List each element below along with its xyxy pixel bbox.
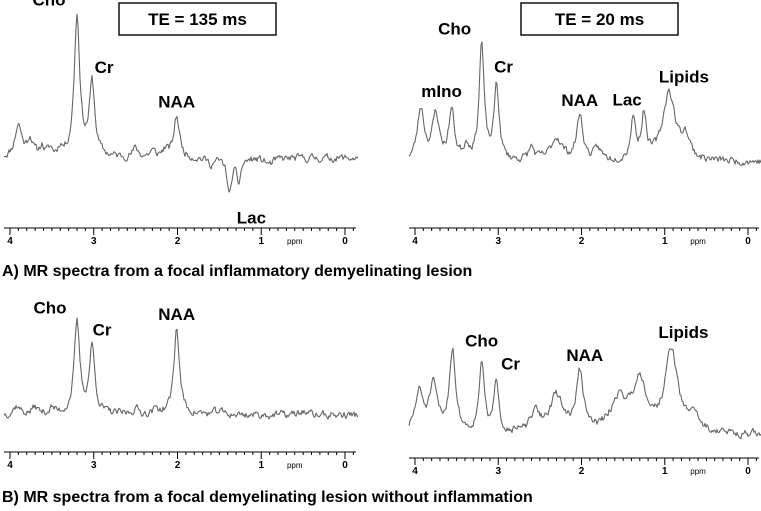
peak-label-naa: NAA: [158, 92, 195, 111]
peak-label-naa: NAA: [561, 91, 598, 110]
axis-tick-label: 2: [579, 236, 585, 247]
spectrum-line-a-te135: [3, 13, 359, 193]
peak-label-cho: Cho: [465, 331, 498, 350]
te-label-left: TE = 135 ms: [118, 2, 277, 36]
te-label-right: TE = 20 ms: [520, 2, 679, 36]
axis-tick-label: 1: [662, 236, 668, 247]
peak-label-cho: Cho: [33, 299, 66, 318]
peak-label-mino: mIno: [421, 82, 462, 101]
peak-label-cho: Cho: [32, 0, 65, 10]
axis-tick-label: 3: [91, 236, 97, 247]
peak-label-cr: Cr: [501, 355, 520, 374]
axis-tick-label: 0: [342, 236, 348, 247]
axis-unit-label: ppm: [287, 461, 303, 470]
spectrum-line-a-te20: [408, 41, 761, 166]
spectrum-line-b-te135: [3, 317, 359, 420]
axis-unit-label: ppm: [287, 237, 303, 246]
peak-label-cr: Cr: [93, 321, 112, 340]
peak-label-cr: Cr: [494, 58, 513, 77]
axis-tick-label: 2: [579, 466, 585, 477]
peak-label-lac: Lac: [612, 91, 641, 110]
axis-tick-label: 4: [7, 460, 13, 471]
peak-label-lac: Lac: [237, 209, 266, 228]
axis-unit-label: ppm: [690, 467, 706, 476]
te-label-left-text: TE = 135 ms: [148, 10, 247, 29]
peak-label-lipids: Lipids: [658, 323, 708, 342]
axis-tick-label: 2: [175, 236, 181, 247]
caption-b: B) MR spectra from a focal demyelinating…: [2, 489, 533, 506]
caption-a: A) MR spectra from a focal inflammatory …: [2, 263, 472, 280]
axis-tick-label: 3: [495, 236, 501, 247]
te-label-right-text: TE = 20 ms: [555, 10, 644, 29]
ppm-axis-a-te20: 4 3 2 1 0 ppm: [409, 227, 759, 247]
ppm-axis-b-te135: 4 3 2 1 0 ppm: [4, 451, 356, 471]
axis-tick-label: 3: [495, 466, 501, 477]
peak-label-lipids: Lipids: [659, 68, 709, 87]
axis-tick-label: 0: [342, 460, 348, 471]
spectrum-line-b-te20: [408, 347, 761, 440]
axis-tick-label: 2: [175, 460, 181, 471]
axis-tick-label: 1: [258, 460, 264, 471]
axis-tick-label: 0: [745, 236, 751, 247]
axis-tick-label: 1: [258, 236, 264, 247]
axis-tick-label: 1: [662, 466, 668, 477]
axis-unit-label: ppm: [690, 237, 706, 246]
te-label-left-box: [118, 2, 277, 36]
axis-tick-label: 3: [91, 460, 97, 471]
peak-label-naa: NAA: [566, 346, 603, 365]
axis-tick-label: 4: [412, 466, 418, 477]
axis-tick-label: 0: [745, 466, 751, 477]
peak-label-naa: NAA: [158, 305, 195, 324]
axis-tick-label: 4: [7, 236, 13, 247]
ppm-axis-b-te20: 4 3 2 1 0 ppm: [409, 457, 759, 477]
peak-label-cr: Cr: [95, 58, 114, 77]
peak-label-cho: Cho: [438, 19, 471, 38]
axis-tick-label: 4: [412, 236, 418, 247]
ppm-axis-a-te135: 4 3 2 1 0 ppm: [4, 227, 356, 247]
te-label-right-box: [520, 2, 679, 36]
